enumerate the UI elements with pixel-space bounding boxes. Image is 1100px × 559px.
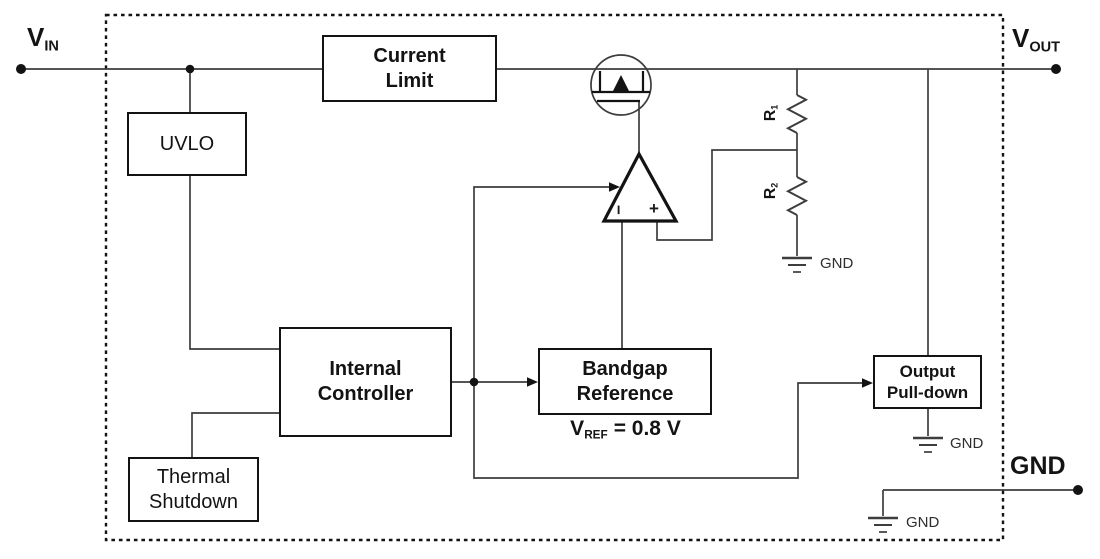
ground-symbol-r2 xyxy=(782,256,812,273)
amp-noninverting-input-mark: + xyxy=(649,199,659,218)
vref-annotation: VREF = 0.8 V xyxy=(528,417,723,442)
error-amp-symbol xyxy=(601,150,679,223)
resistor-r1-label: R1 xyxy=(762,91,782,135)
ground-symbol-gnd-pin xyxy=(868,516,898,533)
r1-base: R xyxy=(762,109,779,122)
output-pulldown-block: Output Pull-down xyxy=(873,355,982,409)
current-limit-label-line1: Current xyxy=(373,44,446,67)
output-pulldown-label-line1: Output xyxy=(899,361,956,381)
resistor-r2-symbol xyxy=(785,176,809,216)
ic-boundary-dashed-box xyxy=(104,13,1005,542)
gnd-terminal-dot xyxy=(1073,485,1083,495)
vout-pin-label: VOUT xyxy=(1012,23,1060,55)
internal-controller-block: Internal Controller xyxy=(279,327,452,437)
arrowhead-into-erroramp-icon xyxy=(609,182,620,192)
fet-contact-bars xyxy=(598,71,645,92)
current-limit-block: Current Limit xyxy=(322,35,497,102)
vout-terminal-dot xyxy=(1051,64,1061,74)
vref-value: = 0.8 V xyxy=(613,417,681,440)
vref-sub: REF xyxy=(584,428,608,442)
thermal-shutdown-block: Thermal Shutdown xyxy=(128,457,259,522)
uvlo-block: UVLO xyxy=(127,112,247,176)
vin-pin-label: VIN xyxy=(27,22,59,54)
resistor-r2-label: R2 xyxy=(762,169,782,213)
ground-symbol-pulldown xyxy=(913,436,943,453)
internal-controller-label-line1: Internal xyxy=(329,358,402,380)
vref-base: V xyxy=(570,417,585,440)
arrowhead-into-bandgap-icon xyxy=(527,377,538,387)
thermal-shutdown-label-line2: Shutdown xyxy=(149,490,238,513)
gnd-text-pulldown: GND xyxy=(950,435,984,452)
vout-label-sub: OUT xyxy=(1029,39,1061,56)
fet-body-arrow-icon xyxy=(612,75,630,92)
internal-controller-label-line2: Controller xyxy=(317,383,414,405)
amp-inverting-input-mark: − xyxy=(608,205,628,215)
thermal-shutdown-label-line1: Thermal xyxy=(156,465,231,488)
uvlo-label: UVLO xyxy=(159,132,215,155)
vin-label-sub: IN xyxy=(44,38,59,55)
current-limit-label-line2: Limit xyxy=(385,69,434,92)
r2-base: R xyxy=(762,187,779,200)
bandgap-label-line1: Bandgap xyxy=(582,357,668,380)
vout-label-base: V xyxy=(1012,23,1030,53)
controller-to-erroramp-wire xyxy=(473,186,609,382)
bandgap-reference-block: Bandgap Reference xyxy=(538,348,712,415)
feedback-to-amp-wire xyxy=(656,149,797,241)
fet-circle xyxy=(590,54,652,116)
rail-junction-dot xyxy=(185,64,195,74)
gnd-pin-label: GND xyxy=(1010,452,1066,480)
output-pulldown-label-line2: Pull-down xyxy=(886,383,969,402)
bandgap-label-line2: Reference xyxy=(576,382,674,405)
controller-to-pulldown-wire xyxy=(473,382,862,479)
gnd-text-pin-symbol: GND xyxy=(906,514,940,531)
r1-sub: 1 xyxy=(769,104,780,110)
pass-fet-symbol xyxy=(590,54,652,116)
uvlo-to-controller-wire xyxy=(189,176,279,350)
controller-output-junction-dot xyxy=(469,377,479,387)
vin-label-base: V xyxy=(27,22,45,52)
thermal-to-controller-wire xyxy=(191,412,279,457)
resistor-r1-symbol xyxy=(785,94,809,134)
gnd-text-r2: GND xyxy=(820,255,854,272)
r2-sub: 2 xyxy=(769,182,780,188)
arrowhead-into-pulldown-icon xyxy=(862,378,873,388)
vin-terminal-dot xyxy=(16,64,26,74)
